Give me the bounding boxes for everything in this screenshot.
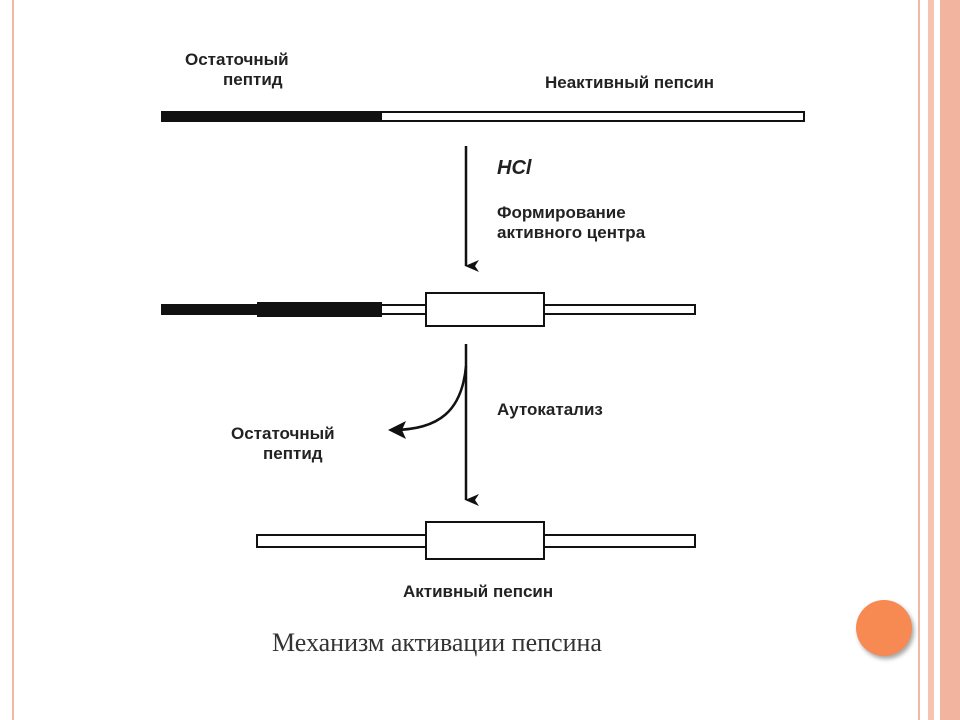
slide-frame	[12, 0, 920, 720]
right-border-stripe	[928, 0, 934, 720]
intermediate-pepsin-bar	[161, 292, 696, 327]
active-pepsin-bar	[256, 521, 696, 560]
branch-arrowhead	[388, 421, 406, 439]
residual-peptide-branch-arrow	[391, 365, 468, 432]
active-pepsin-label: Активный пепсин	[403, 582, 554, 601]
orange-accent-dot	[856, 600, 912, 656]
inactive-pepsin-label: Неактивный пепсин	[545, 73, 715, 92]
hcl-label: HCl	[497, 157, 532, 179]
autocatalysis-label: Аутокатализ	[497, 400, 603, 419]
residual-peptide-label-top: Остаточный пептид	[185, 50, 289, 89]
residual-peptide-label-side: Остаточный пептид	[231, 424, 335, 463]
formation-label: Формирование активного центра	[497, 203, 646, 242]
inactive-pepsin-bar	[161, 111, 805, 122]
slide-caption: Механизм активации пепсина	[272, 628, 602, 657]
right-border-stripe-2	[940, 0, 960, 720]
